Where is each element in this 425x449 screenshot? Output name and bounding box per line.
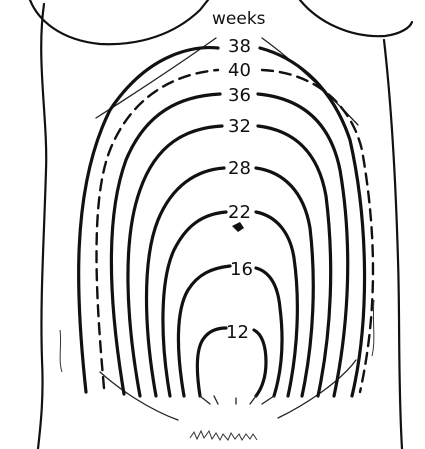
contour-12-weeks-right — [254, 330, 266, 396]
contour-32-weeks — [128, 126, 222, 396]
contour-label-32: 32 — [228, 116, 251, 137]
left-flank-crease — [60, 330, 62, 372]
contour-28-weeks — [147, 168, 225, 396]
contour-label-38: 38 — [228, 36, 251, 57]
pubic-hair — [190, 431, 257, 440]
contour-label-16: 16 — [230, 259, 253, 280]
contour-label-28: 28 — [228, 158, 251, 179]
contour-label-12: 12 — [226, 322, 249, 343]
contour-label-40: 40 — [228, 60, 251, 81]
right-torso-outline — [384, 40, 402, 449]
right-breast-outline — [300, 0, 412, 36]
left-torso-outline — [38, 4, 46, 449]
contour-label-22: 22 — [228, 202, 251, 223]
contour-16-weeks — [178, 266, 230, 396]
contour-40-weeks-right — [262, 70, 373, 392]
weeks-label: weeks — [212, 9, 266, 29]
contour-22-weeks — [163, 212, 226, 396]
contour-36-weeks-right — [258, 94, 348, 396]
left-breast-outline — [30, 0, 208, 44]
convergence-lines — [200, 396, 274, 404]
contour-22-weeks-right — [256, 212, 297, 396]
contour-12-weeks — [197, 328, 226, 396]
contour-label-36: 36 — [228, 85, 251, 106]
contour-16-weeks-right — [256, 268, 282, 396]
navel-icon — [232, 222, 244, 232]
